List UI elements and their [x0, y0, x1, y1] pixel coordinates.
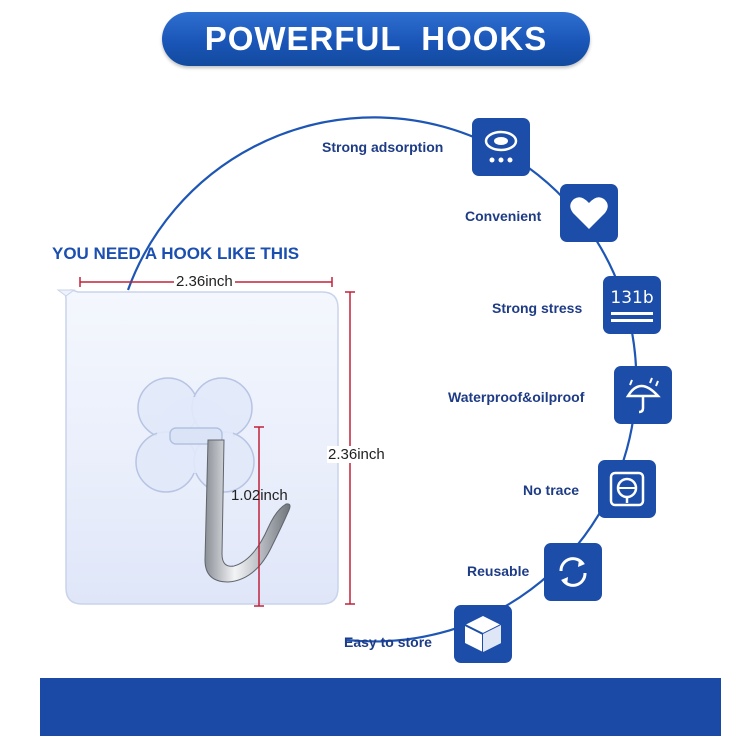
feature-box-convenient [560, 184, 618, 242]
feature-label-strong-stress: Strong stress [492, 300, 583, 316]
reuse-arrows-icon [559, 557, 587, 587]
feature-box-no-trace [598, 460, 656, 518]
heart-icon [570, 197, 608, 229]
feature-box-easy-to-store [454, 605, 512, 663]
no-trace-icon [609, 471, 645, 507]
umbrella-icon [625, 377, 661, 414]
weight-icon: 131b [610, 288, 654, 308]
feature-label-convenient: Convenient [465, 208, 542, 224]
hook-dimension: 1.02inch [231, 487, 288, 504]
feature-box-strong-stress: 131b [603, 276, 661, 334]
feature-label-reusable: Reusable [467, 563, 530, 579]
feature-label-waterproof: Waterproof&oilproof [448, 389, 585, 405]
feature-box-waterproof [614, 366, 672, 424]
bottom-banner [40, 678, 721, 736]
metal-hook [204, 439, 291, 583]
suction-cup-icon [484, 130, 518, 163]
feature-label-easy-to-store: Easy to store [344, 634, 432, 650]
feature-box-strong-adsorption [472, 118, 530, 176]
headline: YOU NEED A HOOK LIKE THIS [52, 244, 300, 263]
page-title: POWERFUL HOOKS [204, 20, 548, 57]
feature-label-strong-adsorption: Strong adsorption [322, 139, 444, 155]
feature-box-reusable [544, 543, 602, 601]
title-banner: POWERFUL HOOKS [162, 12, 590, 66]
feature-label-no-trace: No trace [523, 482, 580, 498]
width-dimension: 2.36inch [174, 273, 235, 290]
height-dimension: 2.36inch [327, 446, 386, 463]
box-icon [464, 616, 502, 652]
